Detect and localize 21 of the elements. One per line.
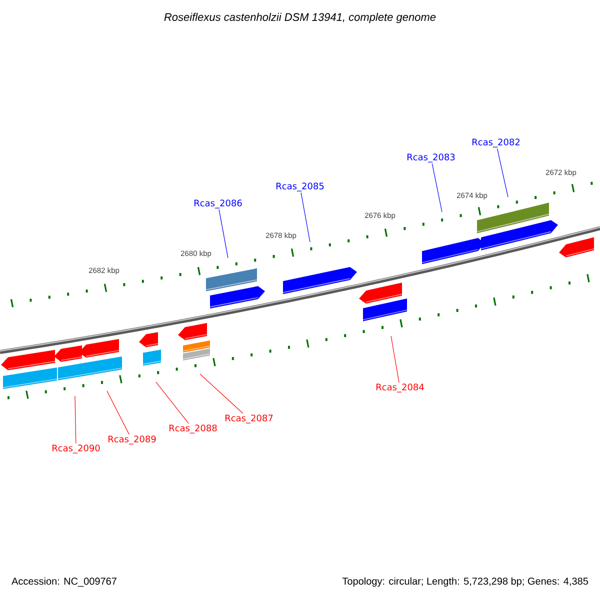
leader-line [74,396,76,444]
leader-line [432,163,442,212]
gene-label: Rcas_2085 [276,182,324,192]
leader-line [156,382,189,424]
leader-line [496,148,508,198]
gene-label: Rcas_2083 [407,154,455,162]
leader-line [390,336,400,383]
gene-label: Rcas_2088 [169,424,217,434]
footer-text: Accession: NC_009767 [12,577,116,587]
title: Roseiflexus castenholzii DSM 13941, complete genome [164,12,436,24]
leader-line [200,374,244,414]
gene-label: Rcas_2082 [472,138,520,148]
gene-label: Rcas_2087 [225,414,273,424]
gene-label: Rcas_2084 [376,384,424,392]
footer-text: Topology: circular; Length: 5,723,298 bp; Genes: 4,385 [342,577,588,587]
gene-label: Rcas_2089 [108,436,156,444]
leader-line [300,192,310,242]
leader-line [106,390,130,435]
gene-label: Rcas_2090 [52,444,100,454]
leader-line [218,209,228,258]
gene-label: Rcas_2086 [194,200,242,208]
